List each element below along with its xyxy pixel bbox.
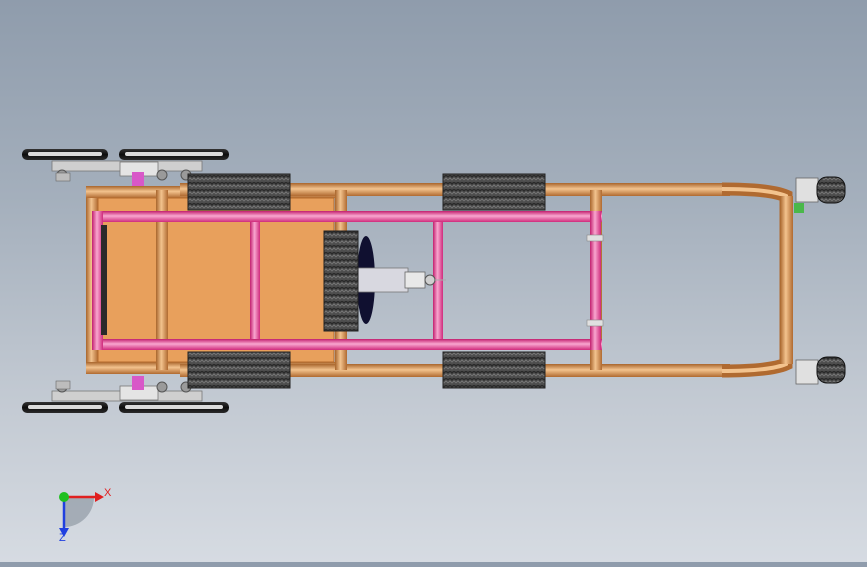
rear-axle-top bbox=[132, 172, 144, 186]
wheel-hub-bracket-top bbox=[51, 160, 203, 182]
seat-panel[interactable] bbox=[97, 197, 335, 363]
footrest-pad-bottom-left[interactable] bbox=[187, 351, 291, 389]
footrest-pad-top-right[interactable] bbox=[442, 173, 546, 211]
rear-axle-bottom bbox=[132, 376, 144, 390]
center-pedal-pad[interactable] bbox=[323, 230, 359, 332]
front-fork-tube[interactable] bbox=[721, 182, 793, 378]
wheel-hub-bracket-bottom bbox=[51, 380, 203, 402]
rear-wheel-top-left[interactable] bbox=[22, 149, 108, 160]
rear-wheel-bottom-left[interactable] bbox=[22, 402, 108, 413]
rear-wheel-top-right[interactable] bbox=[119, 149, 229, 160]
front-caster-top[interactable] bbox=[794, 176, 846, 213]
cross-tube-1 bbox=[156, 190, 168, 370]
rear-wheel-bottom-right[interactable] bbox=[119, 402, 229, 413]
footrest-pad-bottom-right[interactable] bbox=[442, 351, 546, 389]
front-caster-bottom[interactable] bbox=[795, 356, 846, 385]
x-axis-label: X bbox=[104, 487, 112, 499]
orientation-triad[interactable]: X Z bbox=[59, 487, 112, 544]
z-axis-label: Z bbox=[59, 532, 66, 544]
footrest-pad-top-left[interactable] bbox=[187, 173, 291, 211]
drive-mechanism[interactable] bbox=[323, 230, 446, 332]
